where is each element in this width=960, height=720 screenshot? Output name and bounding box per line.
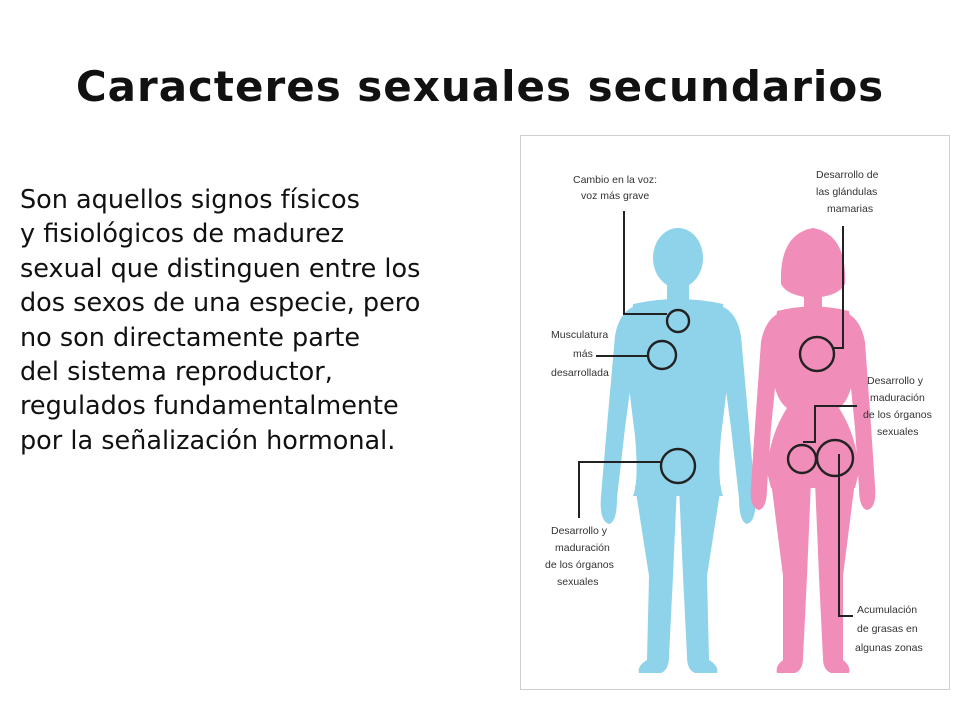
male-neck [667,282,689,304]
body-line: no son directamente parte [20,322,361,353]
body-line: dos sexos de una especie, pero [20,288,421,319]
body-line: y fisiológicos de madurez [20,219,344,250]
body-line: sexual que distinguen entre los [20,253,421,284]
male-organs-callout-line [578,461,661,518]
female-organs-circle-large [815,438,855,478]
diagram-figure: Cambio en la voz: voz más grave Musculat… [520,135,950,690]
male-organs-label: de los órganos [545,559,614,571]
male-left-arm [600,306,635,524]
fat-callout-line [838,454,853,617]
female-organs-label: sexuales [877,426,918,438]
body-line: por la señalización hormonal. [20,425,396,456]
fat-label: de grasas en [857,623,918,635]
female-hair [780,228,846,298]
muscle-label: más [573,348,593,360]
female-right-leg [815,481,855,673]
female-right-arm [847,313,876,510]
female-figure [750,228,876,673]
female-organs-label: maduración [870,392,925,404]
muscle-label: desarrollada [551,367,609,379]
female-left-arm [750,313,779,510]
male-torso [627,299,729,496]
body-line: regulados fundamentalmente [20,391,399,422]
female-organs-label: de los órganos [863,409,932,421]
female-organs-label: Desarrollo y [867,375,924,387]
callout-circles [646,308,855,485]
male-right-arm [721,306,756,524]
voice-label: Cambio en la voz: [573,174,657,186]
male-organs-circle [659,447,697,485]
voice-label: voz más grave [581,190,649,202]
mammary-circle [798,335,836,373]
slide-title: Caracteres sexuales secundarios [75,62,885,111]
voice-callout-line [623,211,667,315]
voice-circle [665,308,691,334]
male-organs-label: maduración [555,542,610,554]
mammary-label: las glándulas [816,186,877,198]
male-head [653,228,703,288]
muscle-circle [646,339,678,371]
body-text: Son aquellos signos físicos y fisiológic… [20,183,520,458]
female-neck [804,291,822,311]
mammary-label: mamarias [827,203,873,215]
female-torso [767,306,859,488]
muscle-label: Musculatura [551,329,608,341]
body-line: Son aquellos signos físicos [20,185,360,215]
mammary-label: Desarrollo de [816,169,879,181]
male-organs-label: sexuales [557,576,598,588]
male-figure [600,228,756,673]
female-organs-callout-line [803,405,857,443]
fat-label: algunas zonas [855,642,923,654]
male-organs-label: Desarrollo y [551,525,608,537]
fat-label: Acumulación [857,604,917,616]
callout-lines [578,211,857,617]
female-left-leg [771,481,811,673]
mammary-callout-line [833,226,844,349]
male-right-leg [679,486,721,673]
male-left-leg [635,486,677,673]
body-diagram-svg: Cambio en la voz: voz más grave Musculat… [545,169,932,673]
body-line: del sistema reproductor, [20,357,333,388]
